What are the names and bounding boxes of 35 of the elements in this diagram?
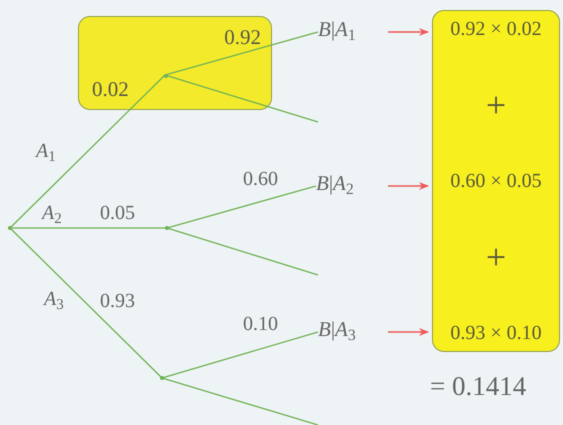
branch-point xyxy=(164,74,168,78)
outcome-label: B|A$_{2}$ xyxy=(316,168,384,200)
plus-sign: + xyxy=(486,237,506,277)
branch-label: A$_{1}$ xyxy=(36,139,56,166)
branch-line xyxy=(10,74,166,228)
highlight-box xyxy=(78,16,272,110)
branch-label: 0.10 xyxy=(243,312,278,337)
outcome-label: B|A$_{1}$ xyxy=(318,14,384,46)
probability: 0.02 xyxy=(92,76,129,102)
product-term: 0.92 × 0.02 xyxy=(450,17,542,42)
branch-line xyxy=(166,185,316,229)
product-term: 0.60 × 0.05 xyxy=(450,169,542,194)
result-value: = 0.1414 xyxy=(430,370,526,403)
branch-point xyxy=(160,376,164,380)
branch-line xyxy=(166,227,318,276)
branch-label: 0.93 xyxy=(100,289,135,314)
branch-label: A$_{2}$ xyxy=(42,201,62,228)
branch-line xyxy=(164,31,318,76)
branch-label: A$_{3}$ xyxy=(44,287,64,314)
branch-point xyxy=(165,226,169,230)
arrow xyxy=(388,28,429,36)
plus-sign: + xyxy=(486,85,506,125)
branch-line xyxy=(10,228,162,378)
branch-label: 0.60 xyxy=(243,167,278,192)
arrow xyxy=(388,182,429,190)
outcome-label: B|A$_{3}$ xyxy=(318,314,384,346)
branch-line xyxy=(162,377,318,425)
branch-point xyxy=(8,226,12,230)
arrow xyxy=(388,328,429,336)
branch-label: 0.05 xyxy=(100,201,135,226)
sum-box xyxy=(432,10,560,352)
product-term: 0.93 × 0.10 xyxy=(450,321,542,346)
branch-line xyxy=(10,227,167,229)
branch-line xyxy=(162,331,318,379)
probability: 0.92 xyxy=(224,24,261,51)
